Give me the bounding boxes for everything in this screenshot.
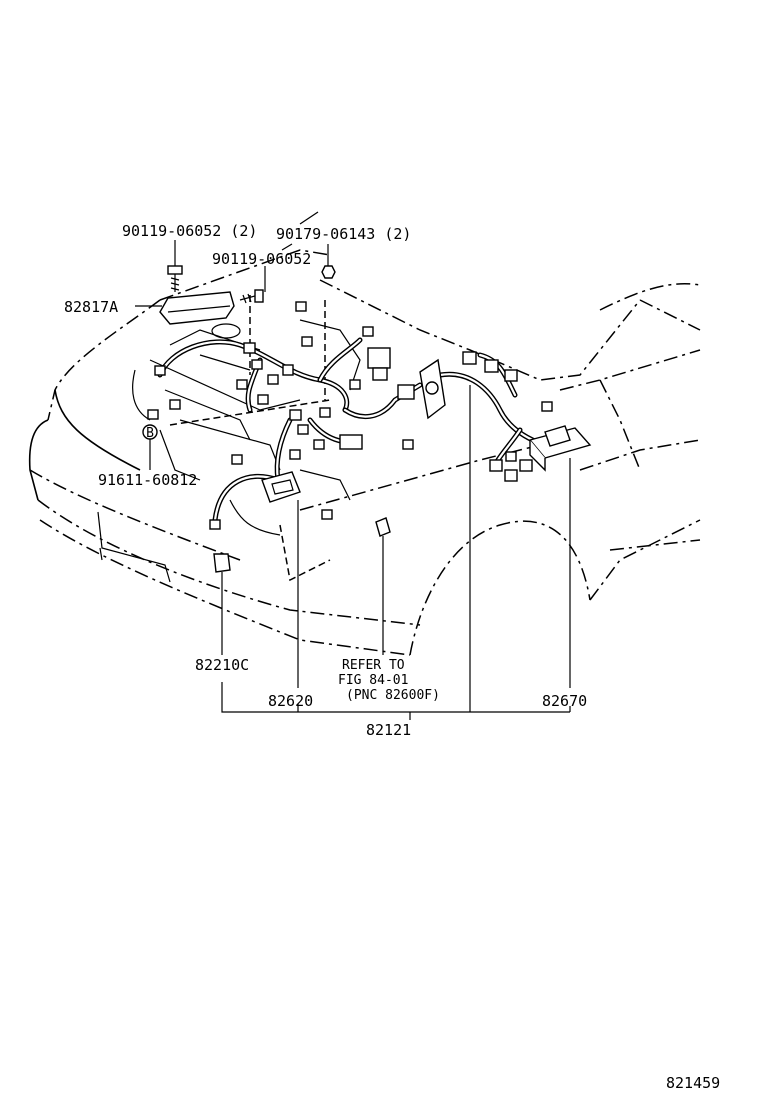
figure-number: 821459 [666,1074,720,1092]
label-82210c: 82210C [195,656,249,674]
clip-refer-84-01 [375,517,391,537]
nut-90179-06143-x2 [321,265,336,279]
connector-82210c [213,553,231,573]
bracket-82817a [159,291,235,325]
bolt-90119-06052 [239,289,264,304]
harness-connectors [147,301,553,530]
label-90179-06143-x2: 90179-06143 (2) [276,225,411,243]
vehicle-body-outline [28,249,701,656]
label-91611-60812: 91611-60812 [98,471,197,489]
label-90119-06052: 90119-06052 [212,250,311,268]
label-refer-line3: (PNC 82600F) [346,688,440,703]
label-82817a: 82817A [64,298,118,316]
label-refer-line2: FIG 84-01 [338,673,408,688]
label-82670: 82670 [542,692,587,710]
label-refer-line1: REFER TO [342,658,405,673]
relay-block-82670 [528,425,592,472]
label-82620: 82620 [268,692,313,710]
label-90119-06052-x2: 90119-06052 (2) [122,222,257,240]
sensor-82620 [261,471,301,503]
label-82121: 82121 [366,721,411,739]
callout-b-label: B [146,426,154,441]
clamp-91611-60812: B [142,424,158,441]
part-labels: 90119-06052 (2) 90179-06143 (2) 90119-06… [64,222,587,739]
bolt-90119-06052-x2 [167,265,183,292]
leader-lines [135,211,571,720]
